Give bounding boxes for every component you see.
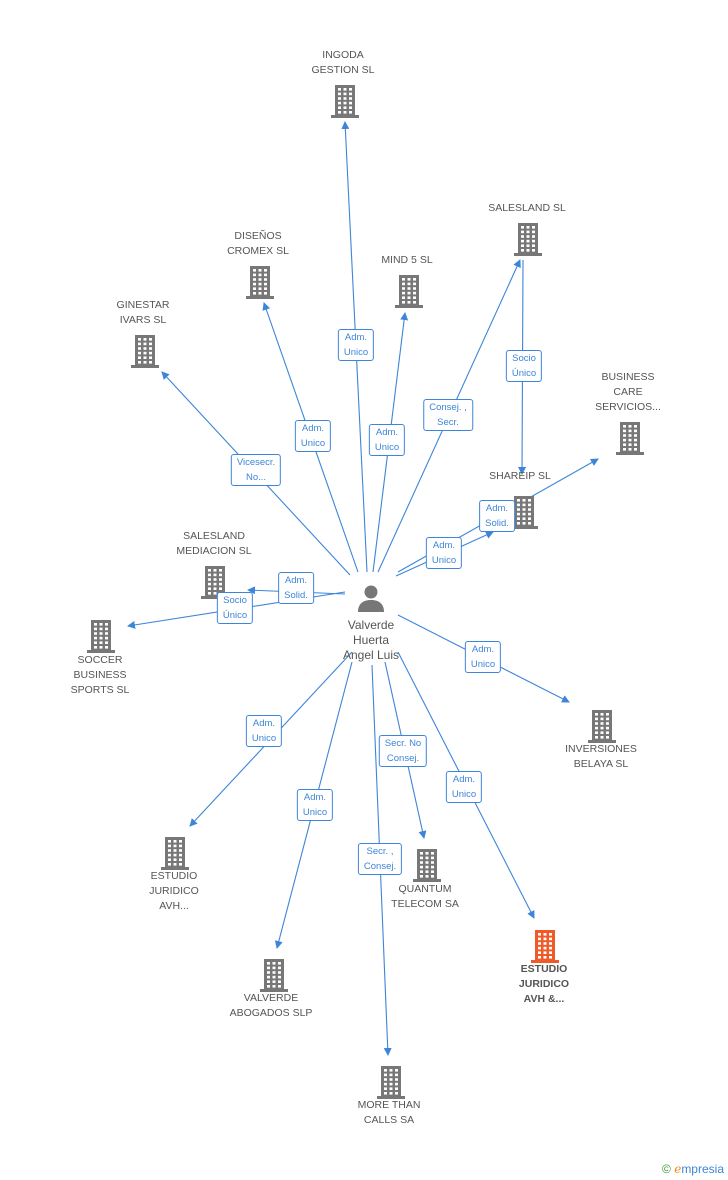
edge-label-person-to-valverde_abog[interactable]: Adm. Unico [296,789,334,821]
company-label-mind5[interactable]: MIND 5 SL [381,254,433,266]
company-label-estudio2[interactable]: ESTUDIO JURIDICO AVH &... [518,963,570,1005]
edge-label-salesland-to-shareip[interactable]: Socio Único [505,350,543,382]
edge-label-person-to-inversiones[interactable]: Adm. Unico [464,641,502,673]
edge-label-person-to-morethan[interactable]: Secr. , Consej. [357,843,403,875]
company-label-disenos[interactable]: DISEÑOS CROMEX SL [227,230,289,257]
company-label-inversiones[interactable]: INVERSIONES BELAYA SL [565,743,637,770]
company-node-estudio1[interactable] [160,836,190,875]
company-label-salesland[interactable]: SALESLAND SL [488,202,566,214]
company-node-quantum[interactable] [412,848,442,887]
edge-label-person-to-mind5[interactable]: Adm. Unico [368,424,406,456]
edge-label-person-to-ginestar[interactable]: Vicesecr. No... [230,454,282,486]
edge-label-person-to-salesland[interactable]: Consej. , Secr. [423,399,473,431]
company-node-salesland_med[interactable] [200,565,230,604]
building-icon [377,1066,405,1099]
building-icon [531,930,559,963]
company-node-valverde_abog[interactable] [259,958,289,997]
edge-label-person-to-ingoda[interactable]: Adm. Unico [337,329,375,361]
company-label-morethan[interactable]: MORE THAN CALLS SA [357,1099,421,1126]
building-icon [201,566,229,599]
building-icon [588,710,616,743]
edge-label-person-to-disenos[interactable]: Adm. Unico [294,420,332,452]
company-label-valverde_abog[interactable]: VALVERDE ABOGADOS SLP [229,992,313,1019]
edge-label-person-to-shareip[interactable]: Adm. Unico [425,537,463,569]
company-label-ginestar[interactable]: GINESTAR IVARS SL [116,299,170,326]
edge-label-person-to-salesland_med[interactable]: Adm. Solid. [278,572,314,604]
company-label-salesland_med[interactable]: SALESLAND MEDIACION SL [176,530,252,557]
edge-label-person-to-business_care[interactable]: Adm. Solid. [479,500,515,532]
edge-label-salesland_med-to-soccer[interactable]: Socio Único [216,592,254,624]
building-icon [260,959,288,992]
person-node[interactable] [356,583,386,618]
building-icon [87,620,115,653]
company-label-quantum[interactable]: QUANTUM TELECOM SA [391,883,459,910]
building-icon [246,266,274,299]
company-node-shareip[interactable] [509,495,539,534]
building-icon [616,422,644,455]
company-node-soccer[interactable] [86,619,116,658]
edge-label-person-to-estudio2[interactable]: Adm. Unico [445,771,483,803]
building-icon [395,275,423,308]
company-label-soccer[interactable]: SOCCER BUSINESS SPORTS SL [70,654,130,696]
company-node-salesland[interactable] [513,222,543,261]
company-node-ginestar[interactable] [130,334,160,373]
company-node-estudio2[interactable] [530,929,560,968]
company-label-estudio1[interactable]: ESTUDIO JURIDICO AVH... [149,870,199,912]
company-node-inversiones[interactable] [587,709,617,748]
building-icon [331,85,359,118]
edge-label-person-to-estudio1[interactable]: Adm. Unico [245,715,283,747]
company-label-business_care[interactable]: BUSINESS CARE SERVICIOS... [595,371,661,413]
building-icon [514,223,542,256]
building-icon [413,849,441,882]
company-node-disenos[interactable] [245,265,275,304]
person-icon [358,585,384,612]
building-icon [510,496,538,529]
empresia-watermark[interactable]: © empresia [662,1162,724,1176]
company-label-shareip[interactable]: SHAREIP SL [489,470,551,482]
company-node-mind5[interactable] [394,274,424,313]
edge-label-person-to-quantum[interactable]: Secr. No Consej. [378,735,428,767]
company-label-ingoda[interactable]: INGODA GESTION SL [311,49,375,76]
company-node-ingoda[interactable] [330,84,360,123]
company-node-business_care[interactable] [615,421,645,460]
building-icon [131,335,159,368]
company-node-morethan[interactable] [376,1065,406,1104]
copyright-symbol: © [662,1162,671,1176]
brand-initial: e [674,1162,682,1176]
brand-name: mpresia [681,1162,724,1176]
person-name-label[interactable]: Valverde Huerta Angel Luis [342,618,400,662]
building-icon [161,837,189,870]
